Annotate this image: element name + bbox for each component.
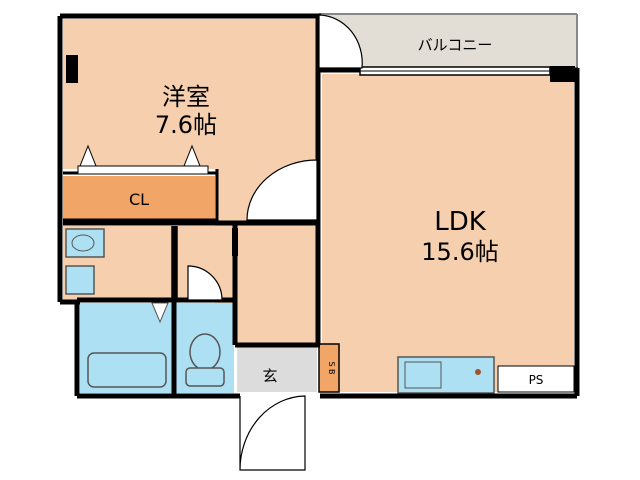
closet-label: CL (129, 190, 149, 209)
toilet-bowl (189, 333, 221, 371)
sliding-door (171, 226, 178, 298)
walls (57, 13, 580, 399)
pipe-space-box (497, 365, 575, 393)
closet-door-mark-right (183, 144, 201, 167)
wall-post-ldk (550, 66, 575, 82)
stove-burner (475, 369, 481, 375)
bath-door-mark (151, 302, 169, 324)
closet-doors (77, 165, 209, 175)
ldk-size: 15.6帖 (421, 238, 498, 266)
door-swings (187, 14, 363, 471)
balcony-label: バルコニー (418, 36, 493, 54)
ldk-name: LDK (434, 207, 487, 237)
ldk-floor (322, 74, 574, 392)
closet-door-mark-left (79, 144, 97, 167)
washing-machine (65, 265, 95, 295)
shoe-box (318, 343, 340, 393)
wall-post-west (66, 55, 78, 83)
closet-area (63, 176, 215, 220)
basin-bowl (71, 234, 95, 252)
pipe-space-label: PS (529, 373, 544, 387)
western-room-floor (63, 19, 318, 169)
toilet-tank (185, 367, 225, 387)
entrance-label: 玄 (262, 367, 277, 385)
shoe-box-label: S B (327, 361, 336, 374)
western-room-size: 7.6帖 (155, 111, 217, 139)
bathtub (87, 352, 167, 388)
kitchen-sink (404, 361, 442, 389)
entrance-floor (237, 344, 317, 392)
wall-post-hall (232, 228, 238, 256)
western-room-name: 洋室 (162, 83, 210, 111)
